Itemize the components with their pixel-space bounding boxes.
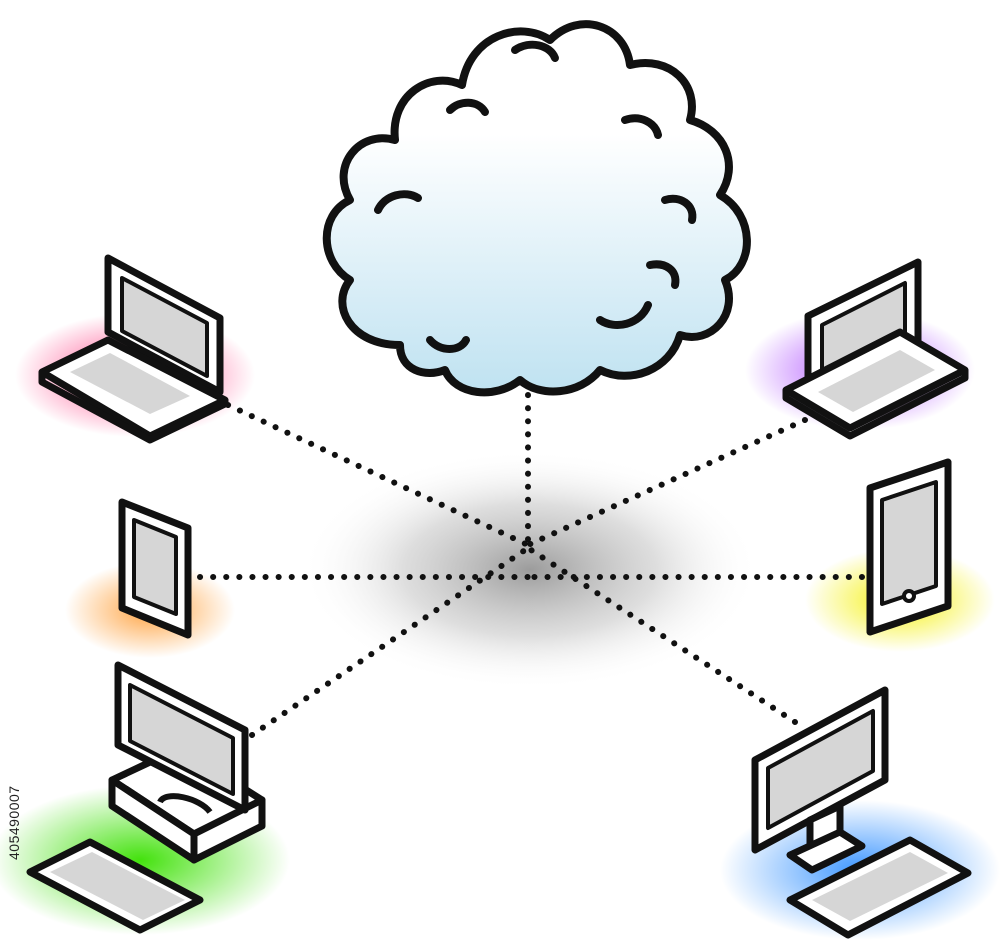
tablet-icon xyxy=(118,498,192,639)
connector-desktop-left xyxy=(249,545,531,738)
hub-shadow xyxy=(300,450,760,690)
cloud-icon xyxy=(322,20,751,397)
desktop-computer-icon xyxy=(26,661,266,934)
tablet-icon xyxy=(866,458,952,636)
laptop-icon xyxy=(38,254,229,444)
stock-id-label: 405490007 xyxy=(6,785,22,860)
laptop-icon xyxy=(782,258,969,440)
desktop-computer-icon xyxy=(751,686,972,939)
connector-laptop-left xyxy=(225,402,531,548)
connectors xyxy=(197,392,865,738)
connector-desktop-right xyxy=(525,545,798,725)
connector-laptop-right xyxy=(525,417,808,548)
